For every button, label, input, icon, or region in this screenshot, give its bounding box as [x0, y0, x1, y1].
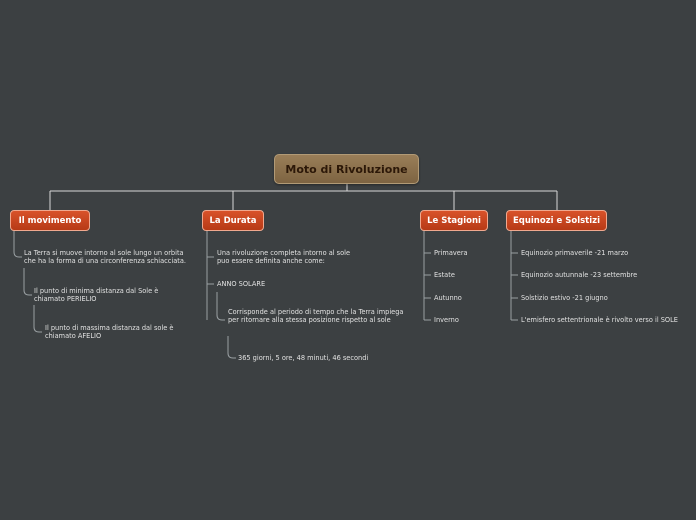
branch-il-movimento[interactable]: Il movimento — [10, 210, 90, 231]
leaf-equinozio-primaverile[interactable]: Equinozio primaverile -21 marzo — [521, 249, 629, 257]
leaf-durata-anno[interactable]: 365 giorni, 5 ore, 48 minuti, 46 secondi — [238, 354, 369, 362]
leaf-emisfero-settentrionale[interactable]: L'emisfero settentrionale è rivolto vers… — [521, 316, 678, 324]
leaf-rivoluzione-completa[interactable]: Una rivoluzione completa intorno al sole… — [217, 249, 353, 266]
leaf-equinozio-autunnale[interactable]: Equinozio autunnale -23 settembre — [521, 271, 638, 279]
leaf-autunno[interactable]: Autunno — [434, 294, 462, 302]
leaf-perielio[interactable]: Il punto di minima distanza dal Sole è c… — [34, 287, 161, 304]
leaf-estate[interactable]: Estate — [434, 271, 455, 279]
leaf-afelio[interactable]: Il punto di massima distanza dal sole è … — [45, 324, 176, 341]
root-topic[interactable]: Moto di Rivoluzione — [274, 154, 419, 184]
branch-la-durata[interactable]: La Durata — [202, 210, 264, 231]
leaf-orbita[interactable]: La Terra si muove intorno al sole lungo … — [24, 249, 186, 266]
leaf-solstizio-estivo[interactable]: Solstizio estivo -21 giugno — [521, 294, 608, 302]
leaf-periodo-tempo[interactable]: Corrisponde al periodo di tempo che la T… — [228, 308, 406, 325]
leaf-inverno[interactable]: Inverno — [434, 316, 459, 324]
leaf-primavera[interactable]: Primavera — [434, 249, 468, 257]
branch-le-stagioni[interactable]: Le Stagioni — [420, 210, 488, 231]
branch-equinozi-solstizi[interactable]: Equinozi e Solstizi — [506, 210, 607, 231]
leaf-anno-solare[interactable]: ANNO SOLARE — [217, 280, 266, 288]
